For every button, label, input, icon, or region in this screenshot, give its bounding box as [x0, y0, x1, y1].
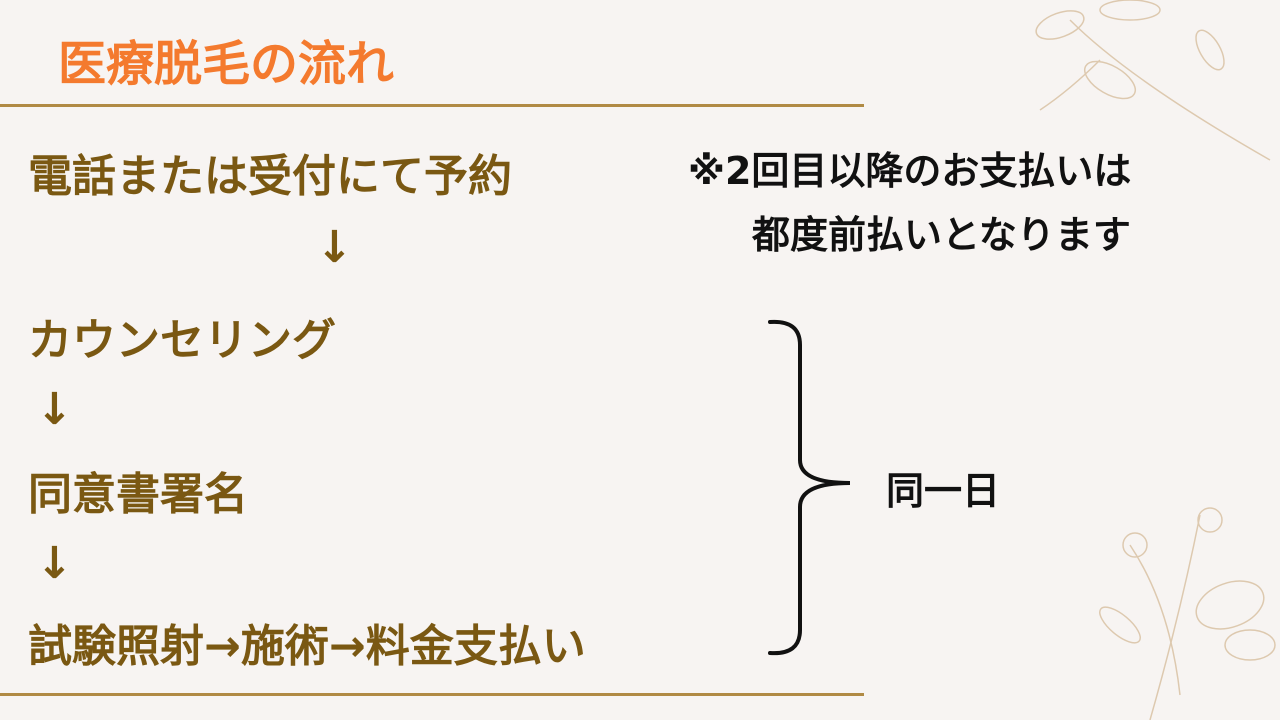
- step-consent: 同意書署名: [28, 469, 248, 520]
- bottom-divider: [0, 693, 864, 696]
- step-counseling: カウンセリング: [28, 315, 336, 366]
- page-title: 医療脱毛の流れ: [58, 36, 395, 92]
- down-arrow-icon: ↓: [316, 222, 353, 273]
- flower-decoration-icon: [1035, 0, 1271, 161]
- payment-note-line1: ※2回目以降のお支払いは: [688, 149, 1132, 193]
- flower-decoration-icon: [1099, 507, 1276, 720]
- down-arrow-icon: ↓: [36, 538, 73, 589]
- step-treatment-payment: 試験照射→施術→料金支払い: [28, 621, 586, 672]
- top-divider: [0, 104, 864, 107]
- payment-note-line2: 都度前払いとなります: [752, 213, 1131, 257]
- brace-icon: [768, 319, 851, 656]
- step-reservation: 電話または受付にて予約: [28, 151, 512, 202]
- down-arrow-icon: ↓: [36, 384, 73, 435]
- same-day-label: 同一日: [886, 469, 1001, 513]
